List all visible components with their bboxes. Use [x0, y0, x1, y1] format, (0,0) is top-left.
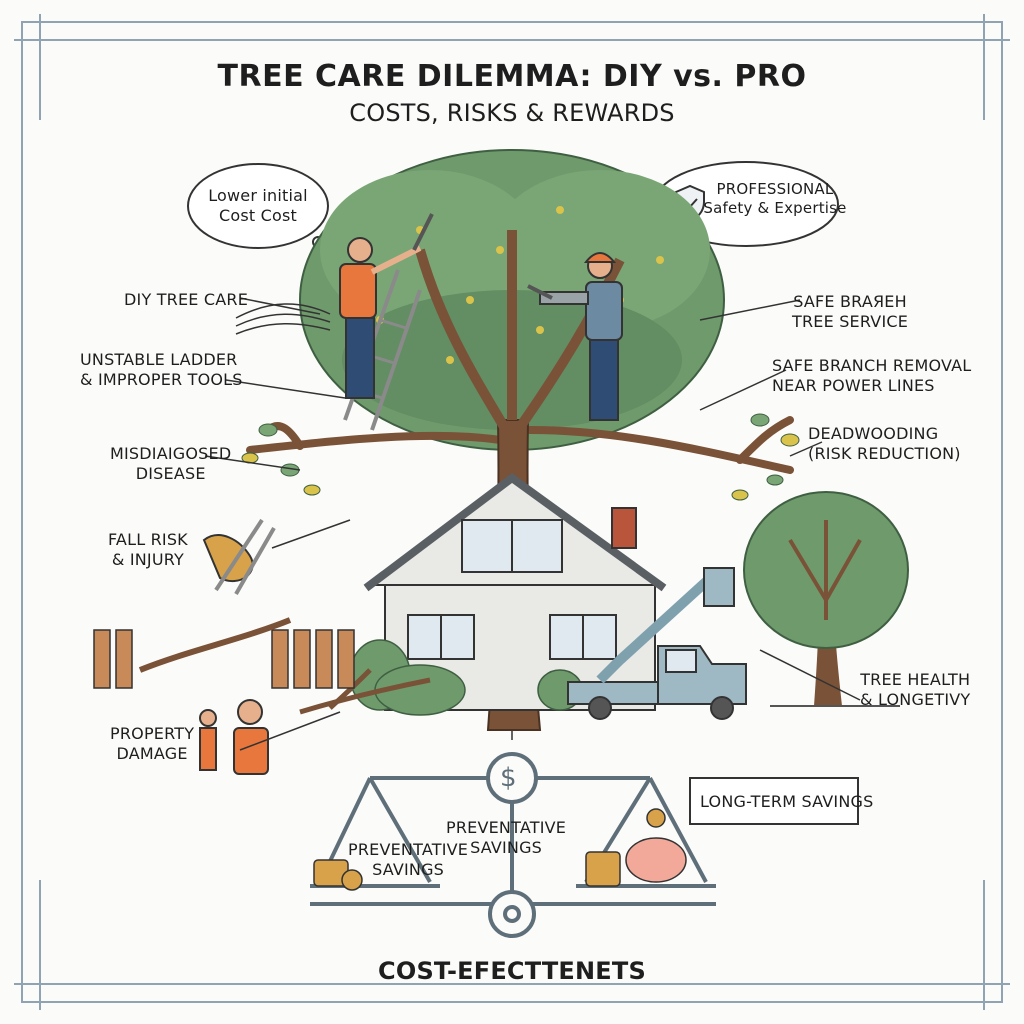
label-disease-line1: MISDIAIGOSED [110, 444, 232, 463]
label-left-pan-savings: PREVENTATIVE SAVINGS [348, 840, 468, 880]
power-lines [235, 303, 331, 335]
label-center-savings: PREVENTATIVE SAVINGS [446, 818, 566, 858]
page-title: TREE CARE DILEMMA: DIY vs. PRO [217, 59, 807, 94]
label-power-line2: NEAR POWER LINES [772, 376, 935, 395]
long-term-box [689, 777, 859, 825]
label-deadwood-line2: (RISK REDUCTION) [808, 444, 961, 463]
label-health-line2: & LONGETIVY [860, 690, 971, 709]
page-subtitle: COSTS, RISKS & REWARDS [349, 99, 675, 127]
label-service-line1: SAFE BRAЯEH [793, 292, 907, 311]
label-fall-line2: & INJURY [111, 550, 185, 569]
bucket-truck [567, 567, 747, 720]
pro-worker [527, 252, 623, 421]
frame [14, 14, 1010, 1010]
injured-people [199, 699, 269, 775]
coin-stack-left [313, 859, 363, 891]
label-service-line2: TREE SERVICE [792, 312, 909, 331]
label-ladder: UNSTABLE LADDER & IMPROPER TOOLS [80, 350, 243, 390]
branch-leaves [241, 413, 800, 501]
footer-title: COST-EFECTTENETS [378, 957, 646, 985]
pro-bubble-line1: PROFESSIONAL [716, 180, 834, 198]
center-savings-line2: SAVINGS [470, 838, 543, 857]
fall-ladder-icon [202, 518, 276, 595]
leader-lines [204, 297, 861, 801]
label-ladder-line1: UNSTABLE LADDER [80, 350, 238, 369]
coins-and-piggy-bank [585, 808, 687, 887]
label-deadwooding: DEADWOODING (RISK REDUCTION) [808, 424, 961, 464]
label-power-line1: SAFE BRANCH REMOVAL [772, 356, 972, 375]
diy-worker [332, 213, 434, 431]
label-power-lines: SAFE BRANCH REMOVAL NEAR POWER LINES [772, 356, 971, 396]
pro-bubble-line2: Safety & Expertise [703, 198, 847, 217]
label-property-line1: PROPERTY [110, 724, 195, 743]
label-long-term-savings: LONG-TERM SAVINGS [700, 792, 874, 811]
pro-bubble-text: PROFESSIONAL Safety & Expertise [700, 180, 850, 218]
label-disease-line2: DISEASE [135, 464, 206, 483]
label-fall-line1: FALL RISK [108, 530, 188, 549]
label-deadwood-line1: DEADWOODING [808, 424, 939, 443]
label-property-line2: DAMAGE [116, 744, 188, 763]
diy-bubble-text: Lower initial Cost Cost [188, 186, 328, 226]
label-health-line1: TREE HEALTH [860, 670, 971, 689]
diy-bubble-line2: Cost Cost [218, 206, 298, 225]
dollar-icon: $ [500, 763, 517, 793]
left-pan-line2: SAVINGS [372, 860, 445, 879]
diy-bubble-line1: Lower initial [208, 186, 308, 205]
label-tree-service: SAFE BRAЯEH TREE SERVICE [792, 292, 908, 332]
healthy-tree [743, 491, 909, 707]
house [363, 473, 667, 711]
label-disease: MISDIAIGOSED DISEASE [110, 444, 231, 484]
broken-fence [93, 617, 355, 689]
label-ladder-line2: & IMPROPER TOOLS [80, 370, 243, 389]
left-pan-line1: PREVENTATIVE [348, 840, 469, 859]
label-fall-risk: FALL RISK & INJURY [108, 530, 188, 570]
label-property-damage: PROPERTY DAMAGE [110, 724, 194, 764]
label-diy-tree-care: DIY TREE CARE [124, 290, 249, 309]
label-tree-health: TREE HEALTH & LONGETIVY [860, 670, 970, 710]
center-savings-line1: PREVENTATIVE [446, 818, 567, 837]
